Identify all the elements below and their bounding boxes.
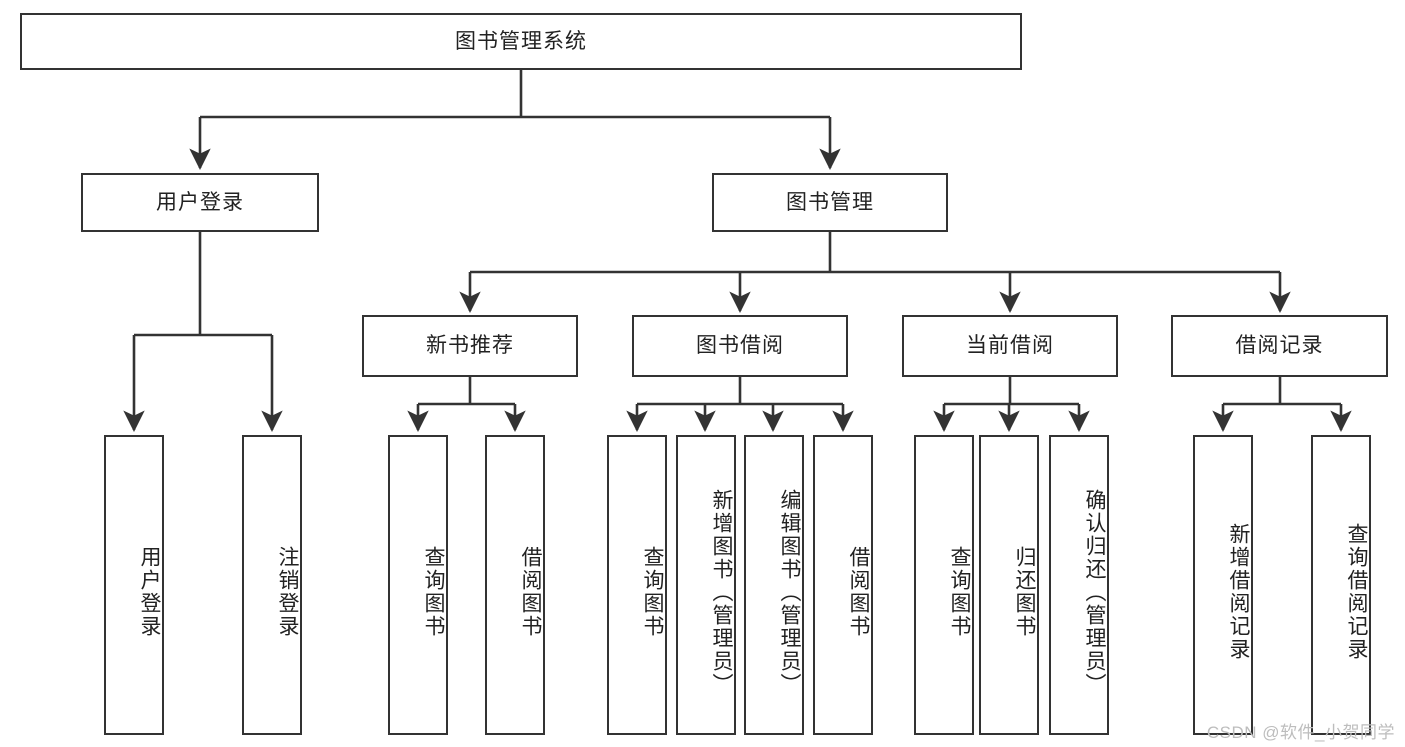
node-leaf-logout-login[interactable]: 注销登录 [242,435,302,735]
node-leaf-add-record-label: 新增借阅记录 [1227,523,1250,661]
node-current-borrow-label: 当前借阅 [966,334,1054,358]
node-leaf-edit-book[interactable]: 编辑图书（管理员） [744,435,804,735]
node-leaf-query-book-2-label: 查询图书 [641,546,664,638]
node-leaf-add-book-label: 新增图书（管理员） [710,488,733,696]
node-user-login-label: 用户登录 [156,190,244,214]
node-leaf-add-book[interactable]: 新增图书（管理员） [676,435,736,735]
node-borrow-record-label: 借阅记录 [1235,334,1324,358]
node-root[interactable]: 图书管理系统 [20,13,1022,70]
node-book-manage[interactable]: 图书管理 [712,173,948,232]
node-borrow-record[interactable]: 借阅记录 [1171,315,1388,377]
node-leaf-borrow-book-2-label: 借阅图书 [847,546,870,638]
node-user-login[interactable]: 用户登录 [81,173,319,232]
node-leaf-user-login-label: 用户登录 [138,546,161,638]
node-leaf-confirm-return[interactable]: 确认归还（管理员） [1049,435,1109,735]
node-leaf-return-book[interactable]: 归还图书 [979,435,1039,735]
node-current-borrow[interactable]: 当前借阅 [902,315,1118,377]
node-new-book-recommend-label: 新书推荐 [426,334,514,358]
node-leaf-user-login[interactable]: 用户登录 [104,435,164,735]
node-leaf-query-record-label: 查询借阅记录 [1345,523,1368,661]
node-leaf-logout-login-label: 注销登录 [276,546,299,638]
node-leaf-query-book-1-label: 查询图书 [422,546,445,638]
node-leaf-add-record[interactable]: 新增借阅记录 [1193,435,1253,735]
node-leaf-borrow-book-1-label: 借阅图书 [519,546,542,638]
node-book-borrow[interactable]: 图书借阅 [632,315,848,377]
node-book-borrow-label: 图书借阅 [696,334,784,358]
node-new-book-recommend[interactable]: 新书推荐 [362,315,578,377]
node-root-label: 图书管理系统 [455,29,587,53]
node-leaf-query-record[interactable]: 查询借阅记录 [1311,435,1371,735]
node-leaf-query-book-1[interactable]: 查询图书 [388,435,448,735]
node-leaf-query-book-3[interactable]: 查询图书 [914,435,974,735]
node-leaf-query-book-3-label: 查询图书 [948,546,971,638]
node-book-manage-label: 图书管理 [786,190,874,214]
node-leaf-borrow-book-2[interactable]: 借阅图书 [813,435,873,735]
watermark-text: CSDN @软件_小贺同学 [1206,723,1395,742]
node-leaf-borrow-book-1[interactable]: 借阅图书 [485,435,545,735]
node-leaf-return-book-label: 归还图书 [1013,546,1036,638]
node-leaf-edit-book-label: 编辑图书（管理员） [778,488,801,696]
node-leaf-query-book-2[interactable]: 查询图书 [607,435,667,735]
node-leaf-confirm-return-label: 确认归还（管理员） [1083,488,1106,696]
